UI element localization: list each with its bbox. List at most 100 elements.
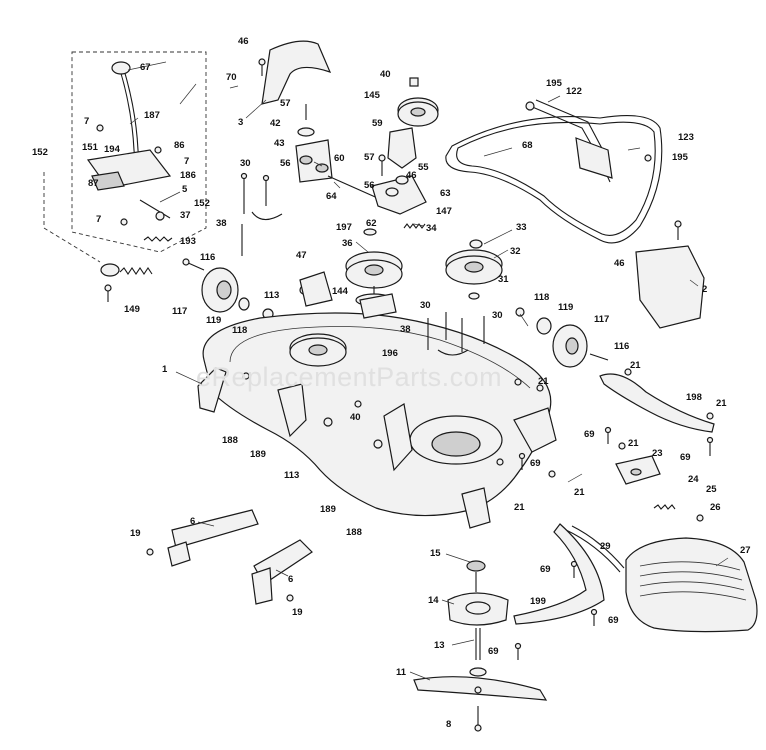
callout-30c: 30: [492, 310, 503, 321]
gauge-wheel-left: [182, 258, 309, 320]
callout-33: 33: [516, 222, 527, 233]
baffle-198: [599, 368, 715, 433]
callout-118a: 118: [232, 325, 247, 336]
callout-40a: 40: [380, 69, 391, 80]
mower-blade: [413, 676, 548, 732]
pulley-32: [445, 239, 503, 300]
callout-26: 26: [710, 502, 721, 513]
callout-21d: 21: [628, 438, 639, 449]
gauge-wheel-right: [515, 307, 609, 368]
callout-113a: 113: [264, 290, 279, 301]
callout-46a: 46: [238, 36, 249, 47]
idler-pulley: [371, 77, 439, 229]
callout-123: 123: [678, 132, 694, 143]
callout-38b: 38: [400, 324, 411, 335]
callout-119a: 119: [206, 315, 221, 326]
callout-116b: 116: [614, 341, 629, 352]
leader-lines: [127, 61, 729, 681]
callout-149: 149: [124, 304, 140, 315]
callout-116a: 116: [200, 252, 215, 263]
callout-194: 194: [104, 144, 121, 155]
callout-69a: 69: [584, 429, 595, 440]
callout-5: 5: [182, 184, 188, 195]
callout-188a: 188: [222, 435, 238, 446]
bracket-47: [299, 271, 397, 319]
callout-196: 196: [382, 348, 398, 359]
callout-69d: 69: [540, 564, 551, 575]
callout-119b: 119: [558, 302, 573, 313]
callout-62: 62: [366, 218, 377, 229]
callout-46c: 46: [614, 258, 625, 269]
callout-7a: 7: [84, 116, 89, 127]
callout-145: 145: [364, 90, 381, 101]
belt-shield-right: [635, 220, 705, 329]
lift-lever-assembly: [71, 51, 207, 253]
pulley-36: [345, 228, 403, 307]
callout-152b: 152: [194, 198, 210, 209]
callout-29: 29: [600, 541, 611, 552]
callout-34: 34: [426, 223, 437, 234]
callout-198: 198: [686, 392, 702, 403]
callout-25: 25: [706, 484, 717, 495]
bolts-left: [240, 172, 283, 256]
callout-56a: 56: [280, 158, 291, 169]
callout-197: 197: [336, 222, 352, 233]
callout-151: 151: [82, 142, 99, 153]
callout-30b: 30: [420, 300, 431, 311]
callout-57a: 57: [280, 98, 291, 109]
callout-46b: 46: [406, 170, 417, 181]
callout-117b: 117: [594, 314, 609, 325]
callout-7b: 7: [184, 156, 189, 167]
misc-bolts: [514, 384, 714, 660]
discharge-chute: [625, 537, 758, 633]
callout-40b: 40: [350, 412, 361, 423]
callout-64: 64: [326, 191, 337, 202]
callout-7c: 7: [96, 214, 101, 225]
callout-195b: 195: [672, 152, 689, 163]
callout-43: 43: [274, 138, 285, 149]
belt-guide: [525, 99, 652, 183]
callout-67: 67: [140, 62, 151, 73]
spindle-assembly: [447, 560, 509, 677]
callout-38a: 38: [216, 218, 227, 229]
callout-2: 2: [702, 284, 707, 295]
callout-69b: 69: [680, 452, 691, 463]
callout-59: 59: [372, 118, 383, 129]
callout-87: 87: [88, 178, 99, 189]
callout-15: 15: [430, 548, 441, 559]
callout-144: 144: [332, 286, 349, 297]
callout-68: 68: [522, 140, 533, 151]
callout-1: 1: [162, 364, 168, 375]
deck-hanger-lower: [251, 539, 313, 605]
callout-6a: 6: [190, 516, 195, 527]
baffle-199: [513, 523, 605, 625]
callout-188b: 188: [346, 527, 362, 538]
deck-belt: [445, 115, 663, 244]
callout-69f: 69: [488, 646, 499, 657]
watermark-text: eReplacementParts.com: [196, 362, 502, 392]
callout-31: 31: [498, 274, 509, 285]
callout-23: 23: [652, 448, 663, 459]
callout-117a: 117: [172, 306, 187, 317]
callout-63: 63: [440, 188, 451, 199]
bolts-center: [427, 312, 485, 356]
callout-47: 47: [296, 250, 307, 261]
callout-11: 11: [396, 667, 407, 678]
lift-rod: [43, 172, 153, 302]
callout-19b: 19: [292, 607, 303, 618]
callout-27: 27: [740, 545, 751, 556]
callout-122: 122: [566, 86, 582, 97]
callout-19a: 19: [130, 528, 141, 539]
callout-56b: 56: [364, 180, 375, 191]
callout-189b: 189: [320, 504, 336, 515]
callout-147: 147: [436, 206, 452, 217]
callout-32: 32: [510, 246, 521, 257]
callout-186: 186: [180, 170, 196, 181]
callout-187: 187: [144, 110, 160, 121]
callout-70: 70: [226, 72, 237, 83]
bracket-23: [615, 455, 704, 522]
callout-24: 24: [688, 474, 699, 485]
callout-189a: 189: [250, 449, 266, 460]
callout-13: 13: [434, 640, 445, 651]
